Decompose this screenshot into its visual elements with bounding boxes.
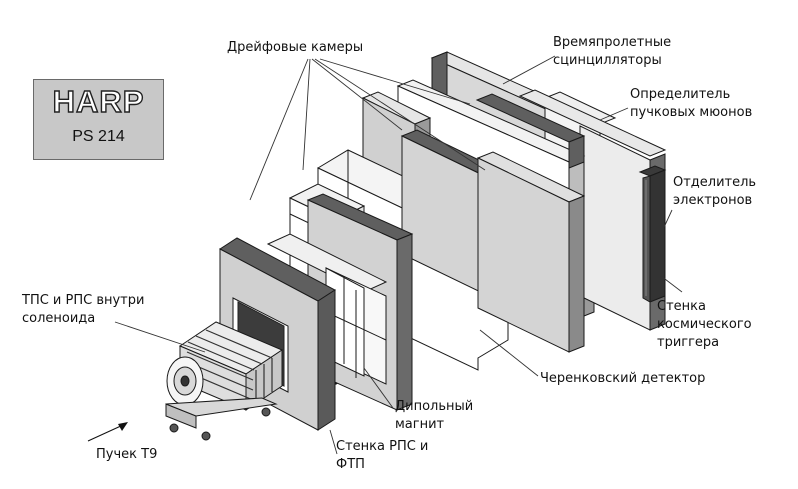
leader-lines	[114, 55, 683, 455]
label-rpc-tof-wall: Стенка РПС и ФТП	[336, 439, 429, 472]
beam-arrow	[87, 422, 128, 442]
label-tpc-rpc-solenoid: ТПС и РПС внутри соленоида	[22, 293, 145, 326]
label-electron-identifier: Отделитель электронов	[673, 175, 757, 208]
label-drift-chambers: Дрейфовые камеры	[227, 40, 364, 55]
label-tof-scintillators: Времяпролетные сцинцилляторы	[553, 35, 672, 68]
label-dipole-magnet: Дипольный магнит	[395, 399, 474, 432]
drift-chamber-slab-front-side	[568, 195, 585, 353]
electron-identifier	[638, 165, 667, 303]
harp-logo-title: HARP	[52, 83, 145, 119]
label-beam-muon-identifier: Определитель пучковых мюонов	[630, 87, 753, 120]
solenoid	[165, 321, 284, 441]
harp-logo-subtitle: PS 214	[72, 128, 125, 145]
label-cherenkov-detector: Черенковский детектор	[540, 371, 706, 386]
harp-logo: HARP PS 214	[33, 79, 164, 160]
label-cosmic-trigger-wall: Стенка космического триггера	[657, 299, 752, 350]
label-beam-t9: Пучек Т9	[96, 447, 158, 462]
dark-band-back-side	[568, 135, 585, 169]
